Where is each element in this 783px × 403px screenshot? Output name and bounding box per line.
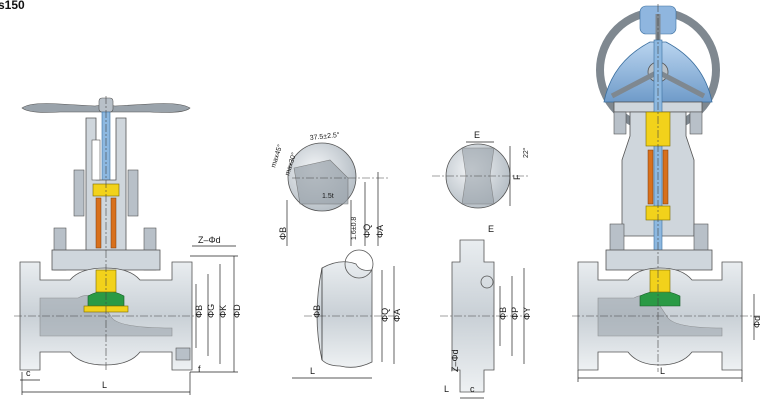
weld-end-detail: max45° max30° 37.5±2.5° 1.5t ΦB 1.6±0.8 … — [269, 131, 390, 246]
spoke-1 — [610, 69, 660, 99]
label-phi-q-weld: ΦQ — [380, 308, 390, 322]
groove-marker — [480, 275, 494, 289]
label-phi-b-weld: ΦB — [312, 305, 322, 318]
bevel-profile — [293, 159, 349, 205]
gear-spring-left — [647, 149, 654, 205]
label-22: 22° — [522, 147, 530, 158]
label-f: f — [198, 364, 201, 374]
weld-end-body — [316, 261, 373, 368]
page-title: s150 — [0, 0, 25, 12]
label-phi-b-flange: ΦB — [498, 307, 508, 320]
mount-bolt-left — [613, 111, 627, 135]
label-z-phi-d: Z–Φd — [198, 235, 221, 245]
label-phi-d-gear: Φd — [752, 316, 762, 328]
label-z-phi-d2: Z–Φd — [450, 349, 460, 372]
label-f-ring: F — [512, 174, 522, 180]
label-max45: max45° — [269, 143, 284, 168]
yoke-window — [91, 139, 101, 181]
gear-bonnet-flange — [605, 249, 713, 271]
bonnet-bolt-right — [127, 169, 139, 217]
label-c2: c — [470, 384, 475, 394]
label-l-gear: L — [660, 366, 665, 376]
weld-detail-marker — [344, 249, 374, 279]
label-l3: L — [444, 384, 449, 394]
packing-right — [110, 197, 117, 249]
packing-left — [95, 197, 102, 249]
globe-valve-handwheel: L c f Z–Φd ΦB ΦG ΦK ΦD — [14, 96, 242, 395]
flange-bolt-stub — [175, 347, 191, 361]
bonnet-bolt-left — [73, 169, 85, 217]
label-phi-a: ΦA — [375, 225, 385, 238]
label-1-6: 1.6±0.8 — [351, 217, 358, 240]
label-c: c — [26, 368, 31, 378]
label-phi-b-detail: ΦB — [278, 227, 288, 240]
gear-disc-holder — [649, 269, 671, 293]
label-l: L — [102, 380, 107, 390]
label-phi-p: ΦP — [510, 307, 520, 320]
ring-joint-detail: E 22° F — [432, 130, 530, 209]
label-phi-d: ΦD — [232, 304, 242, 318]
label-e2: E — [488, 224, 494, 234]
label-1-5t: 1.5t — [322, 193, 334, 200]
label-phi-a-weld: ΦA — [392, 309, 402, 322]
label-l-weld: L — [310, 366, 315, 376]
label-phi-b: ΦB — [194, 305, 204, 318]
label-phi-g: ΦG — [206, 304, 216, 318]
globe-valve-gear: L Φd — [572, 4, 762, 382]
label-phi-y: ΦY — [522, 307, 532, 320]
mount-bolt-right — [689, 111, 703, 135]
ring-joint-flange: E ΦB ΦP ΦY Z–Φd L c — [440, 224, 532, 399]
label-phi-k: ΦK — [218, 305, 228, 318]
gear-valve-seat — [639, 290, 681, 307]
label-angle: 37.5±2.5° — [309, 131, 340, 142]
spoke-2 — [656, 69, 706, 99]
butt-weld-end: ΦB ΦQ ΦA L — [292, 249, 402, 379]
label-e: E — [474, 130, 480, 140]
gear-spring-right — [662, 149, 669, 205]
label-phi-q: ΦQ — [362, 224, 372, 238]
